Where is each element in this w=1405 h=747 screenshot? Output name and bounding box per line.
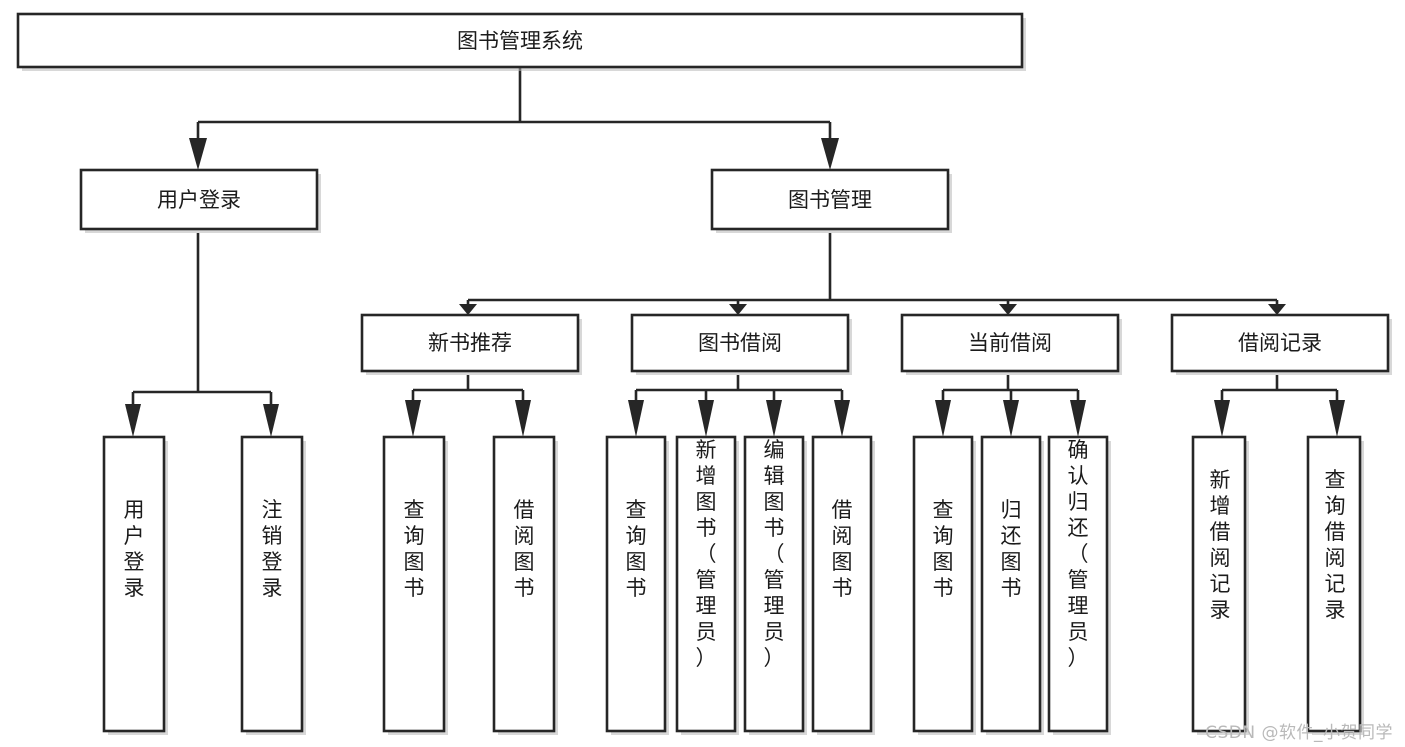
node-leaf-add-book-label: 新增图书（管理员） (696, 438, 717, 670)
arrow-head-new-book-rec (459, 304, 477, 315)
node-new-book-rec-label: 新书推荐 (428, 331, 512, 355)
node-leaf-borrow-book-1-box[interactable] (492, 435, 556, 733)
node-leaf-query-record-label: 查询借阅记录 (1325, 468, 1346, 622)
node-leaf-confirm-return-label: 确认归还（管理员） (1068, 438, 1089, 670)
arrow-head-leaf-edit-book (766, 400, 782, 437)
node-root-box[interactable] (16, 12, 1024, 69)
node-current-borrow[interactable]: 当前借阅 (900, 313, 1122, 375)
arrow-head-leaf-return-book (1003, 400, 1019, 437)
node-leaf-logout[interactable]: 注销登录 (240, 435, 306, 735)
node-user-login[interactable]: 用户登录 (79, 168, 321, 233)
connector-group-root-to-level2 (189, 67, 839, 170)
node-book-borrow-label: 图书借阅 (698, 331, 782, 355)
arrow-head-leaf-borrow-book-2 (834, 400, 850, 437)
node-book-manage[interactable]: 图书管理 (710, 168, 952, 233)
node-leaf-user-login[interactable]: 用户登录 (102, 435, 168, 735)
node-leaf-query-book-1-label: 查询图书 (404, 498, 425, 600)
node-leaf-return-book-label: 归还图书 (1001, 498, 1022, 600)
arrow-head-leaf-query-book-2 (628, 400, 644, 437)
arrow-head-current-borrow (999, 304, 1017, 315)
node-leaf-query-book-3-box[interactable] (912, 435, 974, 733)
node-leaf-borrow-book-2-label: 借阅图书 (832, 498, 853, 600)
connector-group-current-borrow-leaves (935, 375, 1086, 437)
connector-group-new-book-rec-leaves (405, 375, 531, 437)
arrow-head-leaf-add-record (1214, 400, 1230, 437)
node-book-borrow-box[interactable] (630, 313, 850, 373)
node-leaf-query-book-3-label: 查询图书 (933, 498, 954, 600)
connector-group-book-manage-to-level3 (459, 233, 1286, 315)
node-leaf-borrow-book-2[interactable]: 借阅图书 (811, 435, 875, 735)
node-leaf-query-book-3[interactable]: 查询图书 (912, 435, 976, 735)
node-leaf-return-book-box[interactable] (980, 435, 1042, 733)
arrow-head-user-login (189, 138, 207, 170)
arrow-head-leaf-query-book-3 (935, 400, 951, 437)
node-user-login-box[interactable] (79, 168, 319, 231)
node-leaf-query-book-1[interactable]: 查询图书 (382, 435, 448, 735)
node-leaf-borrow-book-1[interactable]: 借阅图书 (492, 435, 558, 735)
node-leaf-edit-book-label: 编辑图书（管理员） (764, 438, 785, 670)
node-leaf-query-book-1-box[interactable] (382, 435, 446, 733)
arrow-head-leaf-add-book (698, 400, 714, 437)
arrow-head-book-manage (821, 138, 839, 170)
node-leaf-add-book-box[interactable] (675, 435, 737, 733)
node-leaf-user-login-label: 用户登录 (124, 498, 145, 600)
node-current-borrow-label: 当前借阅 (968, 331, 1052, 355)
node-leaf-query-record-box[interactable] (1306, 435, 1362, 733)
arrow-head-leaf-query-record (1329, 400, 1345, 437)
node-leaf-confirm-return-box[interactable] (1047, 435, 1109, 733)
node-leaf-borrow-book-2-box[interactable] (811, 435, 873, 733)
node-borrow-record[interactable]: 借阅记录 (1170, 313, 1392, 375)
connector-group-user-login-leaves (125, 233, 279, 437)
arrow-head-book-borrow (729, 304, 747, 315)
node-leaf-return-book[interactable]: 归还图书 (980, 435, 1044, 735)
node-leaf-add-record-box[interactable] (1191, 435, 1247, 733)
node-user-login-label: 用户登录 (157, 188, 241, 212)
node-leaf-add-book[interactable]: 新增图书（管理员） (675, 435, 739, 735)
node-leaf-logout-box[interactable] (240, 435, 304, 733)
node-leaf-logout-label: 注销登录 (262, 498, 283, 600)
node-root[interactable]: 图书管理系统 (16, 12, 1026, 71)
arrow-head-leaf-user-login (125, 404, 141, 437)
node-leaf-query-record[interactable]: 查询借阅记录 (1306, 435, 1364, 735)
arrow-head-leaf-query-book-1 (405, 400, 421, 437)
node-borrow-record-label: 借阅记录 (1238, 331, 1322, 355)
node-leaf-edit-book-box[interactable] (743, 435, 805, 733)
node-new-book-rec[interactable]: 新书推荐 (360, 313, 582, 375)
node-leaf-query-book-2[interactable]: 查询图书 (605, 435, 669, 735)
arrow-head-leaf-borrow-book-1 (515, 400, 531, 437)
node-leaf-borrow-book-1-label: 借阅图书 (514, 498, 535, 600)
node-new-book-rec-box[interactable] (360, 313, 580, 373)
node-leaf-add-record-label: 新增借阅记录 (1210, 468, 1231, 622)
arrow-head-leaf-logout (263, 404, 279, 437)
node-leaf-query-book-2-label: 查询图书 (626, 498, 647, 600)
node-root-label: 图书管理系统 (457, 29, 583, 53)
node-current-borrow-box[interactable] (900, 313, 1120, 373)
node-leaf-confirm-return[interactable]: 确认归还（管理员） (1047, 435, 1111, 735)
node-book-borrow[interactable]: 图书借阅 (630, 313, 852, 375)
node-leaf-query-book-2-box[interactable] (605, 435, 667, 733)
node-leaf-edit-book[interactable]: 编辑图书（管理员） (743, 435, 807, 735)
arrow-head-borrow-record (1268, 304, 1286, 315)
node-leaf-add-record[interactable]: 新增借阅记录 (1191, 435, 1249, 735)
arrow-head-leaf-confirm-return (1070, 400, 1086, 437)
connector-group-book-borrow-leaves (628, 375, 850, 437)
node-leaf-user-login-box[interactable] (102, 435, 166, 733)
connector-group-borrow-record-leaves (1214, 375, 1345, 437)
node-book-manage-label: 图书管理 (788, 188, 872, 212)
node-book-manage-box[interactable] (710, 168, 950, 231)
node-borrow-record-box[interactable] (1170, 313, 1390, 373)
